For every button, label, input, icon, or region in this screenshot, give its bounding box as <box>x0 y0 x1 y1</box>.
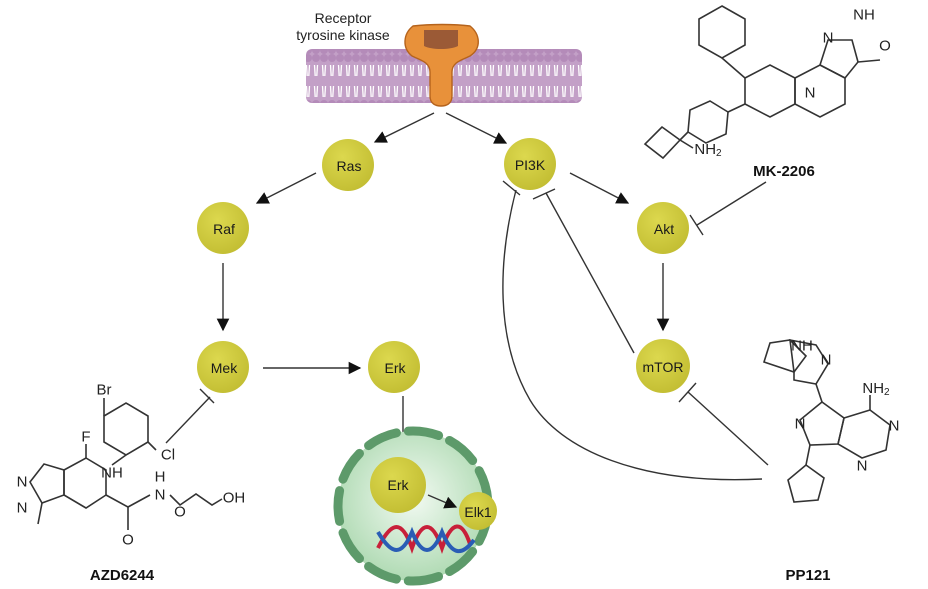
edge-azd6244-mek <box>165 396 211 444</box>
mk2206-phenyl-ring <box>698 5 746 59</box>
activation-edges <box>216 112 670 454</box>
dna-helix <box>376 524 476 554</box>
azd6244-atom-n2: N <box>17 500 28 517</box>
mk2206-triazolone-ring <box>819 39 859 80</box>
edge-mtor-pi3k <box>545 192 635 354</box>
inhibit-bar-pi3k-pp121 <box>502 180 521 196</box>
azd6244-atom-o-link: O <box>174 504 186 521</box>
nuclear-envelope-segment <box>364 561 401 584</box>
pp121-atom-n-d: N <box>795 416 806 433</box>
nuclear-envelope-segment <box>445 435 478 466</box>
node-elk1-label: Elk1 <box>464 504 491 520</box>
mk2206-atom-nh: NH <box>853 7 875 24</box>
dna-strand-blue <box>376 526 476 553</box>
pp121-pyrazole-ring <box>799 400 845 446</box>
nuclear-envelope-segment <box>445 546 478 577</box>
pp121-atom-n-c: N <box>857 458 868 475</box>
pp121-structure: NH N NH2 N N N N PP121 <box>763 338 900 584</box>
nuclear-envelope-segment <box>403 426 444 441</box>
mk2206-atom-o: O <box>879 38 891 55</box>
edge-pi3k-akt <box>569 172 630 204</box>
edge-pp121-mtor <box>687 391 769 466</box>
nuclear-envelope-segment <box>338 448 365 484</box>
node-mek: Mek <box>197 341 249 393</box>
nuclear-envelope-segment <box>338 528 365 564</box>
azd6244-name: AZD6244 <box>90 567 155 584</box>
edge-rtk-ras <box>373 112 435 143</box>
nuclear-envelope-segment <box>403 571 444 586</box>
node-erk: Erk <box>368 341 420 393</box>
edge-mk2206-akt <box>696 181 767 226</box>
mk2206-atom-nh2: NH2 <box>694 141 722 159</box>
pp121-cyclopentyl-ring <box>787 463 825 503</box>
edge-ras-raf <box>255 172 317 204</box>
azd6244-structure: Br Cl F NH N N H N O OH O AZD6244 <box>17 382 246 585</box>
node-erk-label: Erk <box>385 360 407 376</box>
receptor-tyrosine-kinase: Receptor tyrosine kinase <box>296 10 479 107</box>
pp121-atom-nh: NH <box>791 338 813 355</box>
receptor-kinase-domain <box>424 30 458 49</box>
node-pi3k-label: PI3K <box>515 157 546 173</box>
inhibit-bar-pi3k-mtor <box>532 188 556 200</box>
azd6244-ethoxy-chain <box>169 493 223 507</box>
inhibit-bar-mtor <box>678 382 697 403</box>
azd6244-atom-n-amide: N <box>155 487 166 504</box>
inhibit-bar-mek <box>199 388 215 404</box>
node-akt: Akt <box>637 202 689 254</box>
edge-erk-elk1 <box>427 494 458 509</box>
node-raf-label: Raf <box>213 221 235 237</box>
azd6244-bromophenyl-ring <box>103 402 149 456</box>
pp121-atom-n-pyridine: N <box>821 352 832 369</box>
node-elk1: Elk1 <box>459 492 497 530</box>
rtk-label-line2: tyrosine kinase <box>296 27 390 43</box>
edge-rtk-pi3k <box>445 112 508 144</box>
mk2206-name: MK-2206 <box>753 163 815 180</box>
node-pi3k: PI3K <box>504 138 556 190</box>
azd6244-atom-h: H <box>155 469 166 486</box>
node-erk-nucleus-label: Erk <box>388 477 410 493</box>
pp121-name: PP121 <box>785 567 830 584</box>
mk2206-atom-n: N <box>823 30 834 47</box>
node-ras-label: Ras <box>337 158 362 174</box>
rtk-label-line1: Receptor <box>315 10 372 26</box>
mk2206-cyclobutane <box>643 125 682 160</box>
node-raf: Raf <box>197 202 249 254</box>
azd6244-atom-n1: N <box>17 474 28 491</box>
azd6244-atom-oh: OH <box>223 490 246 507</box>
mk2206-pyridine-ring <box>744 64 796 118</box>
mk2206-fused-ring <box>794 64 846 118</box>
pp121-pyrimidine-ring <box>837 409 891 459</box>
receptor-body <box>404 23 479 107</box>
mk2206-aryl-ring <box>687 100 729 144</box>
azd6244-atom-cl: Cl <box>161 447 175 464</box>
pp121-atom-nh2: NH2 <box>862 380 890 398</box>
inhibit-bar-akt <box>689 214 704 236</box>
azd6244-atom-br: Br <box>97 382 112 399</box>
azd6244-atom-nh: NH <box>101 465 123 482</box>
mk2206-atom-n-pyridine: N <box>805 85 816 102</box>
pp121-atom-n-b: N <box>889 418 900 435</box>
azd6244-atom-o-carbonyl: O <box>122 532 134 549</box>
azd6244-benzimidazole-ring <box>63 457 107 509</box>
node-ras: Ras <box>322 139 374 191</box>
nuclear-envelope-segment <box>364 428 401 451</box>
azd6244-imidazole-ring <box>29 463 65 504</box>
inhibition-edges <box>165 180 769 481</box>
azd6244-atom-f: F <box>81 429 90 446</box>
nuclear-envelope-segment <box>333 486 345 526</box>
pp121-pyrrole-ring <box>763 339 808 373</box>
node-mek-label: Mek <box>211 360 238 376</box>
mk2206-structure: N NH O N N NH2 MK-2206 <box>643 5 891 180</box>
node-erk-nucleus: Erk <box>370 457 426 513</box>
dna-strand-red <box>376 524 472 554</box>
node-mtor: mTOR <box>636 339 690 393</box>
node-akt-label: Akt <box>654 221 674 237</box>
edge-pp121-pi3k <box>502 189 763 481</box>
node-mtor-label: mTOR <box>643 359 684 375</box>
